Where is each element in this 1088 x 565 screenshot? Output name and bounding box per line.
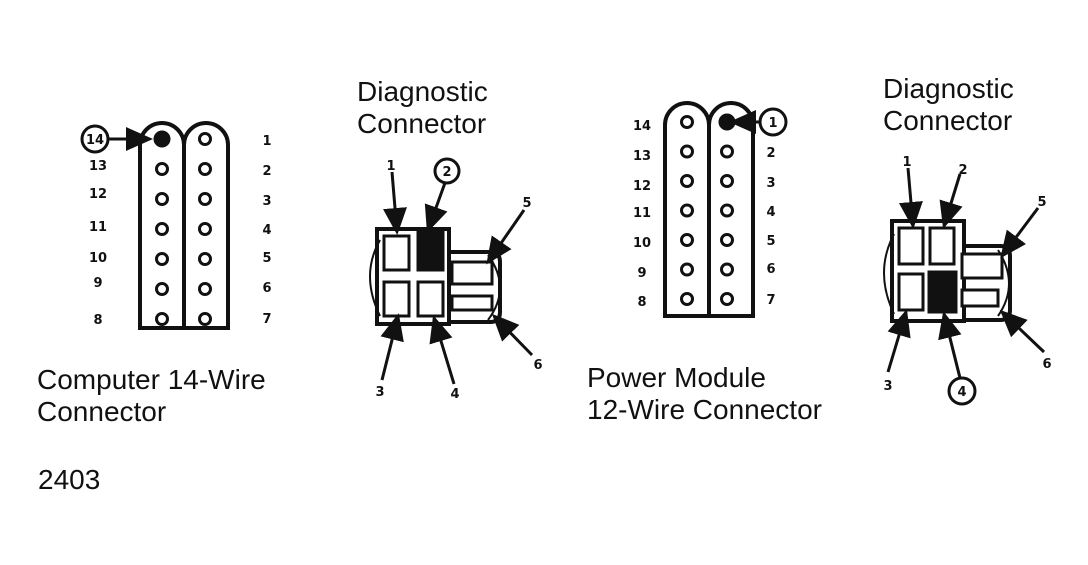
cc-pin-5-label: 5 — [262, 251, 271, 266]
diag1-terminal-4-label: 4 — [450, 387, 459, 402]
power-module-pin-8 — [680, 292, 694, 306]
power-module-pin-5 — [720, 233, 734, 247]
cc-pin-13-label: 13 — [89, 159, 107, 174]
diag1-terminal-5-label: 5 — [522, 196, 531, 211]
power-module-pin-7 — [720, 292, 734, 306]
pm-pin-14-label: 14 — [633, 119, 651, 134]
figure-number: 2403 — [38, 464, 101, 495]
pm-pin-3-label: 3 — [766, 176, 775, 191]
cc-pin-4-label: 4 — [262, 223, 271, 238]
power-module-pin-9 — [680, 262, 694, 277]
power-module-connector: 1 14 13 12 11 10 9 8 2 3 4 5 6 7 — [633, 101, 788, 318]
diag1-title-line1: Diagnostic — [357, 76, 488, 107]
computer-title-line1: Computer 14-Wire — [37, 364, 266, 395]
computer-pin-13 — [155, 162, 169, 176]
power-module-pin-14 — [680, 115, 694, 129]
diagnostic-connector-1: 1 2 3 4 5 6 — [369, 157, 543, 402]
diag1-terminal-6-label: 6 — [533, 358, 542, 373]
pin-14-callout-label: 14 — [86, 133, 104, 148]
diagnostic-connector-2-title: Diagnostic Connector — [883, 73, 1014, 137]
diag2-terminal-1-label: 1 — [902, 155, 911, 170]
cc-pin-6-label: 6 — [262, 281, 271, 296]
diag1-title-line2: Connector — [357, 108, 487, 139]
computer-pin-2 — [198, 162, 212, 176]
cc-pin-11-label: 11 — [89, 220, 107, 235]
computer-pin-4 — [198, 222, 212, 236]
pm-pin-4-label: 4 — [766, 205, 775, 220]
power-title-line2: 12-Wire Connector — [587, 394, 822, 425]
computer-pin-5 — [198, 252, 212, 266]
pm-pin-7-label: 7 — [766, 293, 775, 308]
cc-pin-10-label: 10 — [89, 251, 107, 266]
computer-pin-7 — [198, 312, 212, 326]
cc-pin-12-label: 12 — [89, 187, 107, 202]
pm-pin-8-label: 8 — [637, 295, 646, 310]
diag2-title-line1: Diagnostic — [883, 73, 1014, 104]
power-module-pin-6 — [720, 262, 734, 277]
computer-title-line2: Connector — [37, 396, 167, 427]
computer-pin-1 — [198, 132, 212, 146]
power-module-pin-3 — [720, 174, 734, 188]
pin-1-callout: 1 — [729, 107, 788, 137]
power-module-pin-11 — [680, 203, 694, 218]
computer-14-wire-connector: 14 13 12 11 10 9 8 1 2 3 4 5 6 7 — [80, 121, 272, 330]
pm-pin-10-label: 10 — [633, 236, 651, 251]
pm-pin-11-label: 11 — [633, 206, 651, 221]
diag2-terminal-3-label: 3 — [883, 379, 892, 394]
diag2-terminal-4-filled — [927, 270, 958, 314]
computer-pin-9 — [155, 282, 169, 296]
diag2-terminal-6-label: 6 — [1042, 357, 1051, 372]
power-module-pin-2 — [720, 144, 734, 159]
computer-pin-8 — [155, 312, 169, 326]
pin-14-callout: 14 — [80, 124, 153, 154]
pm-pin-6-label: 6 — [766, 262, 775, 277]
diagnostic-connector-2: 1 2 3 4 5 6 — [883, 155, 1052, 406]
power-module-pin-13 — [680, 144, 694, 159]
diag1-terminal-2-filled — [416, 228, 445, 272]
power-module-pin-10 — [680, 233, 694, 247]
pm-pin-12-label: 12 — [633, 179, 651, 194]
pm-pin-2-label: 2 — [766, 146, 775, 161]
cc-pin-1-label: 1 — [262, 134, 271, 149]
power-module-pin-4 — [720, 203, 734, 218]
computer-pin-14 — [153, 130, 171, 148]
diag1-terminal-3-label: 3 — [375, 385, 384, 400]
diagnostic-connector-1-title: Diagnostic Connector — [357, 76, 488, 140]
cc-pin-8-label: 8 — [93, 313, 102, 328]
pin-1-callout-label: 1 — [768, 116, 777, 131]
power-title-line1: Power Module — [587, 362, 766, 393]
diag2-title-line2: Connector — [883, 105, 1013, 136]
diag2-terminal-5-label: 5 — [1037, 195, 1046, 210]
cc-pin-9-label: 9 — [93, 276, 102, 291]
power-module-pin-1 — [718, 113, 736, 131]
computer-pin-10 — [155, 252, 169, 266]
computer-pin-11 — [155, 222, 169, 236]
computer-pin-3 — [198, 192, 212, 206]
diag2-terminal-2-label: 2 — [958, 163, 967, 178]
pm-pin-9-label: 9 — [637, 266, 646, 281]
cc-pin-2-label: 2 — [262, 164, 271, 179]
diag2-terminal-4-label: 4 — [957, 385, 966, 400]
diag1-terminal-1-label: 1 — [386, 159, 395, 174]
computer-connector-title: Computer 14-Wire Connector — [37, 364, 266, 428]
power-module-connector-title: Power Module 12-Wire Connector — [587, 362, 822, 426]
computer-pin-6 — [198, 282, 212, 296]
computer-pin-12 — [155, 192, 169, 206]
diag1-terminal-2-label: 2 — [442, 165, 451, 180]
power-module-pin-12 — [680, 174, 694, 188]
pm-pin-13-label: 13 — [633, 149, 651, 164]
pm-pin-5-label: 5 — [766, 234, 775, 249]
cc-pin-7-label: 7 — [262, 312, 271, 327]
cc-pin-3-label: 3 — [262, 194, 271, 209]
